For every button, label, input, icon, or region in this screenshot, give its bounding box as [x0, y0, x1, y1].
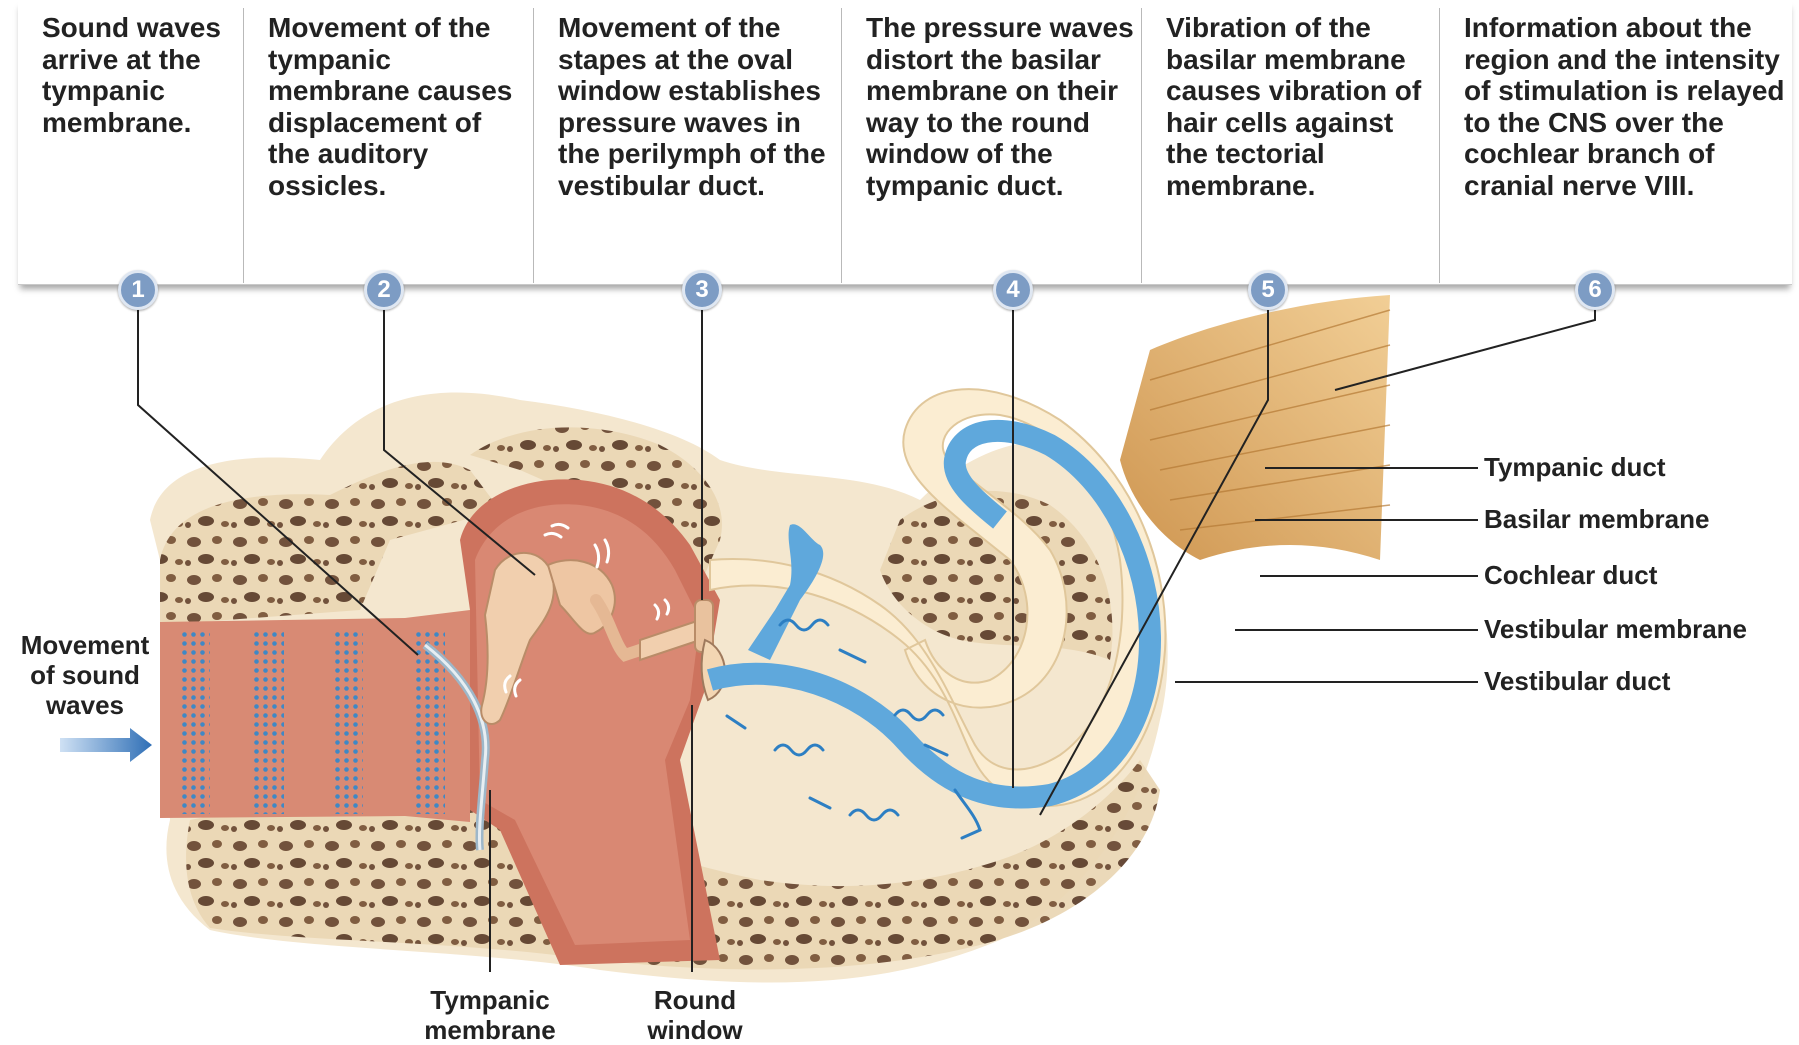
label-round-window: Round window	[625, 985, 765, 1045]
label-vestibular-membrane: Vestibular membrane	[1484, 614, 1747, 645]
sound-direction-arrow	[60, 728, 152, 762]
label-sound-movement: Movement of sound waves	[10, 630, 160, 720]
label-basilar-membrane: Basilar membrane	[1484, 504, 1709, 535]
label-vestibular-duct: Vestibular duct	[1484, 666, 1670, 697]
label-tympanic-membrane: Tympanic membrane	[405, 985, 575, 1045]
label-cochlear-duct: Cochlear duct	[1484, 560, 1657, 591]
step-6-badge: 6	[1575, 270, 1615, 310]
step-4-badge: 4	[993, 270, 1033, 310]
step-3-badge: 3	[682, 270, 722, 310]
label-tympanic-duct: Tympanic duct	[1484, 452, 1666, 483]
step-1-badge: 1	[118, 270, 158, 310]
step-5-badge: 5	[1248, 270, 1288, 310]
step-2-badge: 2	[364, 270, 404, 310]
